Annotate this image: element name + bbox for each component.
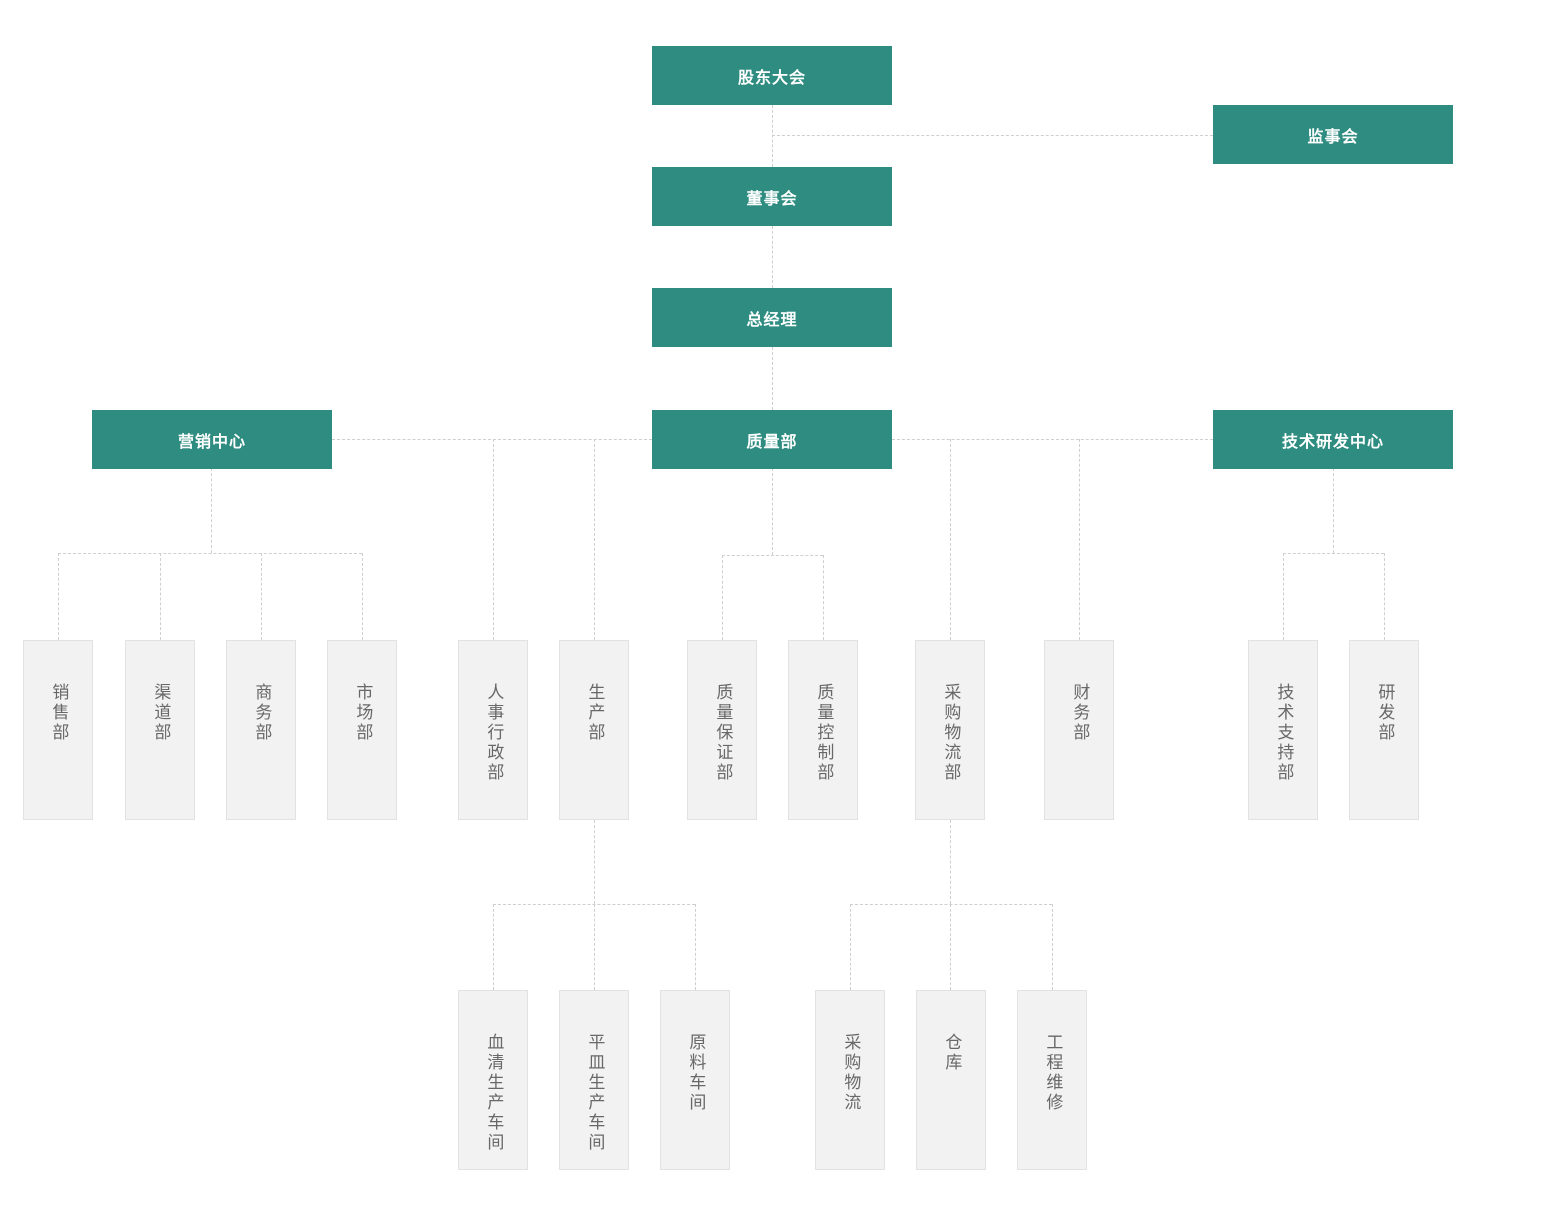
node-label: 人事行政部 bbox=[484, 683, 504, 783]
node-production-dept: 生产部 bbox=[559, 640, 629, 820]
node-business-dept: 商务部 bbox=[226, 640, 296, 820]
connector-line bbox=[722, 555, 823, 556]
node-marketing-center: 营销中心 bbox=[92, 410, 332, 469]
node-purchasing-logistics: 采购物流 bbox=[815, 990, 885, 1170]
connector-line bbox=[594, 439, 595, 640]
node-label: 技术研发中心 bbox=[1281, 433, 1384, 451]
node-raw-material-workshop: 原料车间 bbox=[660, 990, 730, 1170]
node-label: 监事会 bbox=[1307, 128, 1359, 146]
node-label: 营销中心 bbox=[177, 433, 246, 451]
connector-line bbox=[594, 904, 595, 990]
node-label: 工程维修 bbox=[1043, 1033, 1063, 1113]
connector-line bbox=[950, 439, 951, 640]
node-warehouse: 仓库 bbox=[916, 990, 986, 1170]
node-label: 研发部 bbox=[1375, 683, 1395, 743]
connector-line bbox=[772, 105, 773, 167]
connector-line bbox=[850, 904, 851, 990]
connector-line bbox=[772, 135, 1213, 136]
node-label: 市场部 bbox=[353, 683, 373, 743]
node-engineering-maintenance: 工程维修 bbox=[1017, 990, 1087, 1170]
node-label: 董事会 bbox=[746, 190, 798, 208]
node-label: 财务部 bbox=[1070, 683, 1090, 743]
node-general-manager: 总经理 bbox=[652, 288, 892, 347]
node-rd-dept: 研发部 bbox=[1349, 640, 1419, 820]
connector-line bbox=[1052, 904, 1053, 990]
connector-line bbox=[493, 904, 494, 990]
connector-line bbox=[950, 820, 951, 904]
connector-line bbox=[1333, 468, 1334, 553]
node-tech-support-dept: 技术支持部 bbox=[1248, 640, 1318, 820]
node-quality-assurance-dept: 质量保证部 bbox=[687, 640, 757, 820]
connector-line bbox=[950, 904, 951, 990]
node-finance-dept: 财务部 bbox=[1044, 640, 1114, 820]
connector-line bbox=[1079, 439, 1080, 640]
connector-line bbox=[332, 439, 652, 440]
connector-line bbox=[722, 555, 723, 640]
node-label: 血清生产车间 bbox=[484, 1033, 504, 1153]
connector-line bbox=[1384, 553, 1385, 640]
node-label: 仓库 bbox=[942, 1033, 962, 1073]
connector-line bbox=[695, 904, 696, 990]
node-label: 质量保证部 bbox=[713, 683, 733, 783]
node-market-dept: 市场部 bbox=[327, 640, 397, 820]
connector-line bbox=[211, 468, 212, 553]
node-label: 采购物流部 bbox=[941, 683, 961, 783]
node-channel-dept: 渠道部 bbox=[125, 640, 195, 820]
node-label: 质量控制部 bbox=[814, 683, 834, 783]
node-sales-dept: 销售部 bbox=[23, 640, 93, 820]
node-label: 质量部 bbox=[746, 433, 798, 451]
connector-line bbox=[850, 904, 1052, 905]
node-label: 采购物流 bbox=[841, 1033, 861, 1113]
node-board-of-directors: 董事会 bbox=[652, 167, 892, 226]
node-supervisory-board: 监事会 bbox=[1213, 105, 1453, 164]
node-quality-department: 质量部 bbox=[652, 410, 892, 469]
connector-line bbox=[362, 553, 363, 640]
node-label: 平皿生产车间 bbox=[585, 1033, 605, 1153]
connector-line bbox=[823, 555, 824, 640]
connector-line bbox=[493, 439, 494, 640]
node-quality-control-dept: 质量控制部 bbox=[788, 640, 858, 820]
connector-line bbox=[772, 226, 773, 288]
node-purchasing-logistics-dept: 采购物流部 bbox=[915, 640, 985, 820]
node-label: 原料车间 bbox=[686, 1033, 706, 1113]
connector-line bbox=[261, 553, 262, 640]
connector-line bbox=[58, 553, 59, 640]
node-label: 生产部 bbox=[585, 683, 605, 743]
node-plate-production-workshop: 平皿生产车间 bbox=[559, 990, 629, 1170]
connector-line bbox=[772, 468, 773, 555]
node-serum-production-workshop: 血清生产车间 bbox=[458, 990, 528, 1170]
connector-line bbox=[1283, 553, 1384, 554]
node-shareholders-meeting: 股东大会 bbox=[652, 46, 892, 105]
node-label: 技术支持部 bbox=[1274, 683, 1294, 783]
connector-line bbox=[58, 553, 362, 554]
node-label: 渠道部 bbox=[151, 683, 171, 743]
connector-line bbox=[160, 553, 161, 640]
connector-line bbox=[892, 439, 1213, 440]
connector-line bbox=[1283, 553, 1284, 640]
node-label: 商务部 bbox=[252, 683, 272, 743]
node-hr-admin-dept: 人事行政部 bbox=[458, 640, 528, 820]
node-label: 总经理 bbox=[746, 311, 798, 329]
connector-line bbox=[594, 820, 595, 904]
connector-line bbox=[772, 347, 773, 410]
node-tech-rd-center: 技术研发中心 bbox=[1213, 410, 1453, 469]
node-label: 销售部 bbox=[49, 683, 69, 743]
node-label: 股东大会 bbox=[737, 69, 806, 87]
